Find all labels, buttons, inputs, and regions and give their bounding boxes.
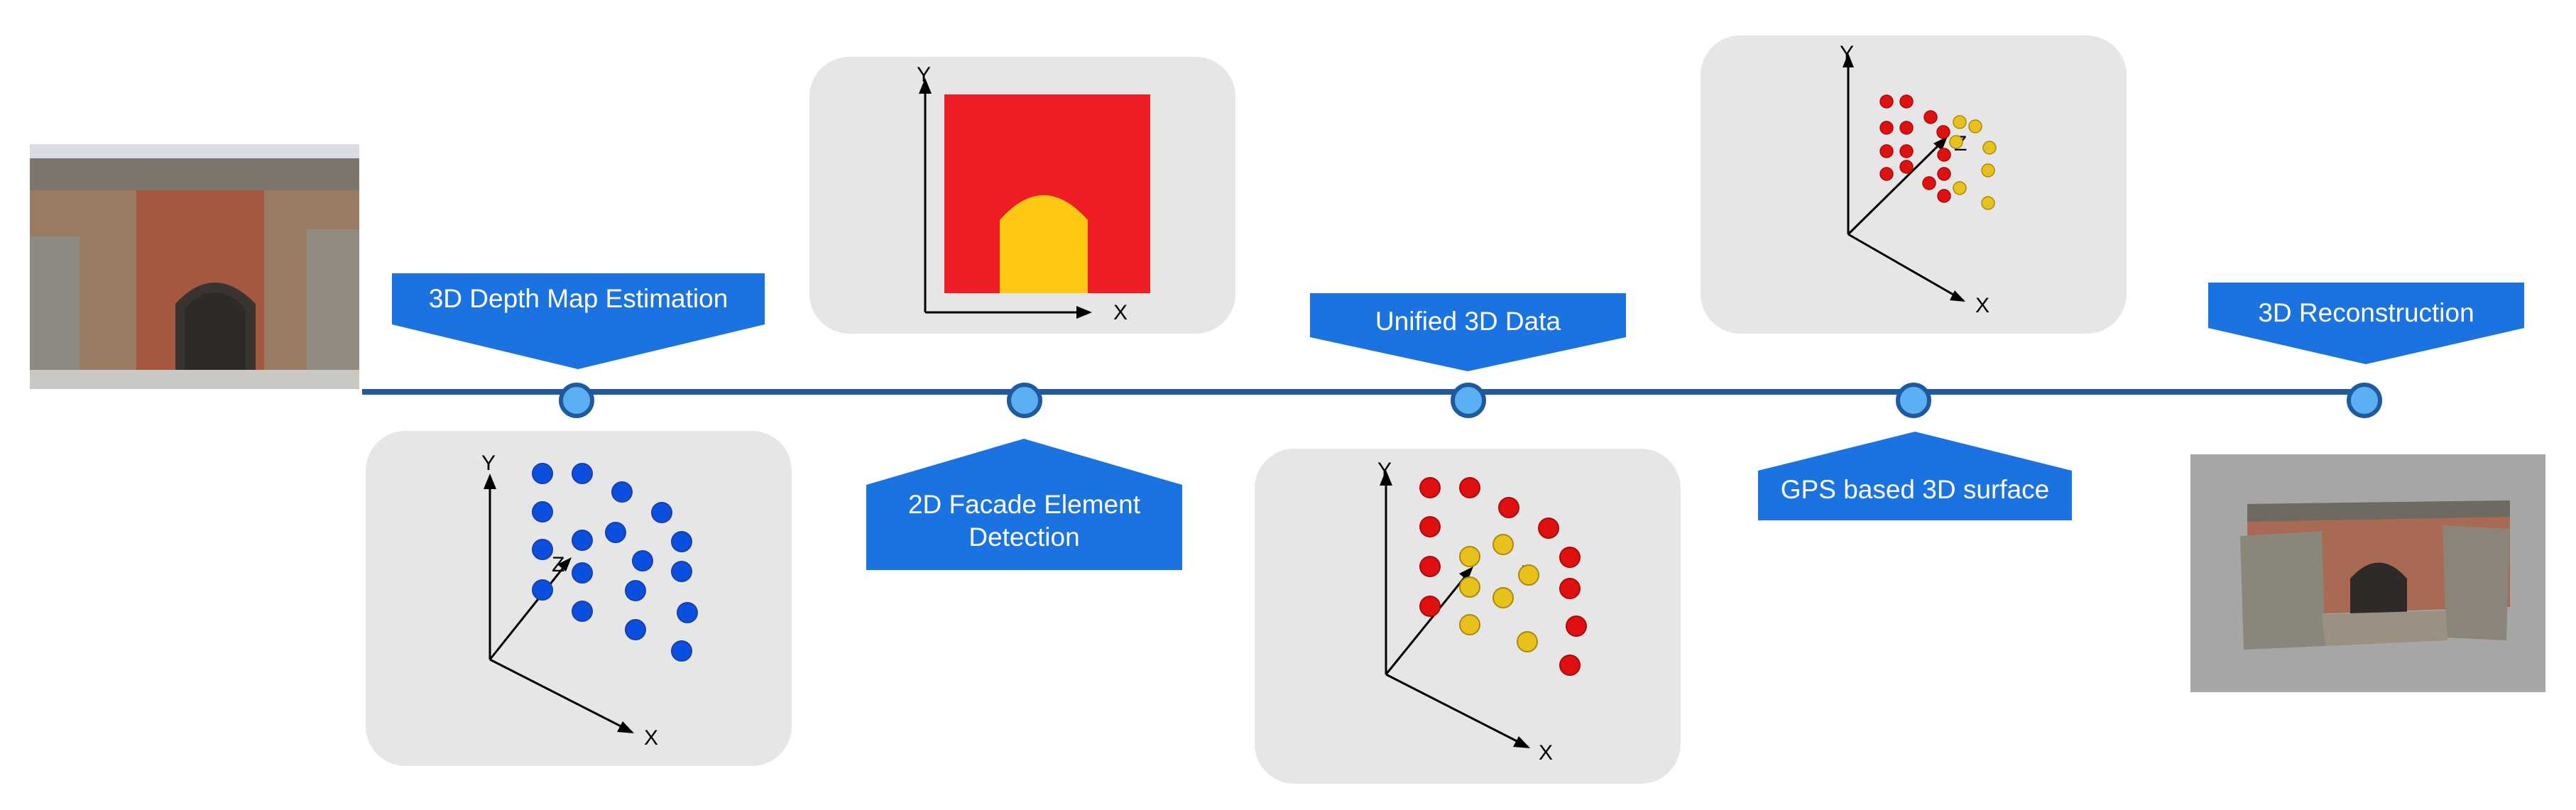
step-2-callout: 2D Facade Element Detection [866, 439, 1182, 570]
depth-x-axis-label: X [644, 726, 658, 750]
step-4-label: GPS based 3D surface [1780, 475, 2050, 504]
unified-x-axis-label: X [1539, 741, 1553, 765]
step-2-label-line1: 2D Facade Element [907, 490, 1140, 519]
step-1-label: 3D Depth Map Estimation [428, 284, 728, 313]
depth-y-axis-label: Y [481, 451, 496, 475]
depth-z-axis-label: Z [552, 553, 564, 576]
step-5-label: 3D Reconstruction [2258, 298, 2474, 327]
unified-red-points [1419, 477, 1587, 676]
depth-map-panel: Y X Z [366, 431, 792, 766]
step-3-callout: Unified 3D Data [1310, 293, 1626, 371]
timeline-node-4 [1896, 383, 1931, 418]
step-4-callout: GPS based 3D surface [1758, 432, 2072, 520]
facade-detection-panel: Y X [809, 57, 1235, 334]
step-5-callout: 3D Reconstruction [2208, 283, 2524, 364]
gps-y-axis-label: Y [1840, 42, 1854, 65]
timeline-node-2 [1007, 383, 1042, 418]
timeline-node-3 [1451, 383, 1486, 418]
gps-x-axis-label: X [1975, 294, 1990, 317]
input-facade-photo [30, 144, 359, 389]
facade-y-axis-label: Y [917, 63, 931, 87]
timeline-line [362, 389, 2368, 395]
reconstruction-result-image [2190, 454, 2545, 692]
step-2-label-line2: Detection [968, 522, 1080, 552]
timeline-node-5 [2347, 383, 2382, 418]
gps-surface-panel: Y X Z [1701, 35, 2127, 334]
depth-point-cloud [532, 463, 698, 662]
gps-yellow-points [1949, 115, 1997, 210]
gps-red-points [1879, 94, 1951, 203]
unified-yellow-points [1459, 534, 1539, 652]
step-1-callout: 3D Depth Map Estimation [392, 273, 765, 369]
unified-y-axis-label: Y [1377, 459, 1392, 482]
step-3-label: Unified 3D Data [1375, 307, 1561, 336]
facade-x-axis-label: X [1113, 301, 1128, 324]
unified-3d-panel: Y X Z [1255, 449, 1681, 784]
timeline-node-1 [559, 383, 594, 418]
